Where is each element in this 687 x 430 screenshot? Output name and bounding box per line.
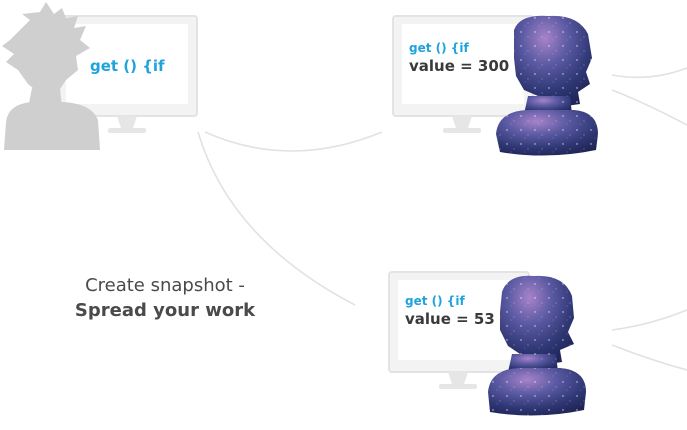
- connector-right-bottom-2: [611, 344, 687, 371]
- value-readout-remote-1: value = 300: [409, 57, 510, 75]
- code-snippet-local: get () {if: [90, 57, 165, 75]
- connector-right-top-2: [611, 89, 687, 126]
- monitor-icon: [388, 271, 530, 389]
- monitor-icon: [392, 15, 534, 133]
- connector-right-bottom-1: [611, 309, 687, 331]
- monitor-icon: [56, 15, 198, 133]
- code-snippet-remote-1: get () {if: [409, 41, 469, 55]
- connector-diagonal: [197, 131, 356, 306]
- person-galaxy-silhouette-icon: [488, 275, 586, 416]
- connector-lines: [197, 67, 687, 371]
- computer-remote-2: [388, 271, 586, 416]
- value-readout-remote-2: value = 53: [405, 310, 495, 328]
- code-snippet-remote-2: get () {if: [405, 294, 465, 308]
- computer-local: [2, 2, 198, 150]
- person-gray-silhouette-icon: [2, 2, 100, 150]
- computer-remote-1: [392, 15, 598, 156]
- connector-top: [204, 131, 383, 152]
- caption-line-1: Create snapshot -: [85, 275, 245, 296]
- connector-right-top-1: [611, 67, 687, 79]
- person-galaxy-silhouette-icon: [496, 15, 598, 156]
- caption-line-2: Spread your work: [74, 300, 256, 321]
- caption: Create snapshot - Spread your work: [40, 275, 290, 321]
